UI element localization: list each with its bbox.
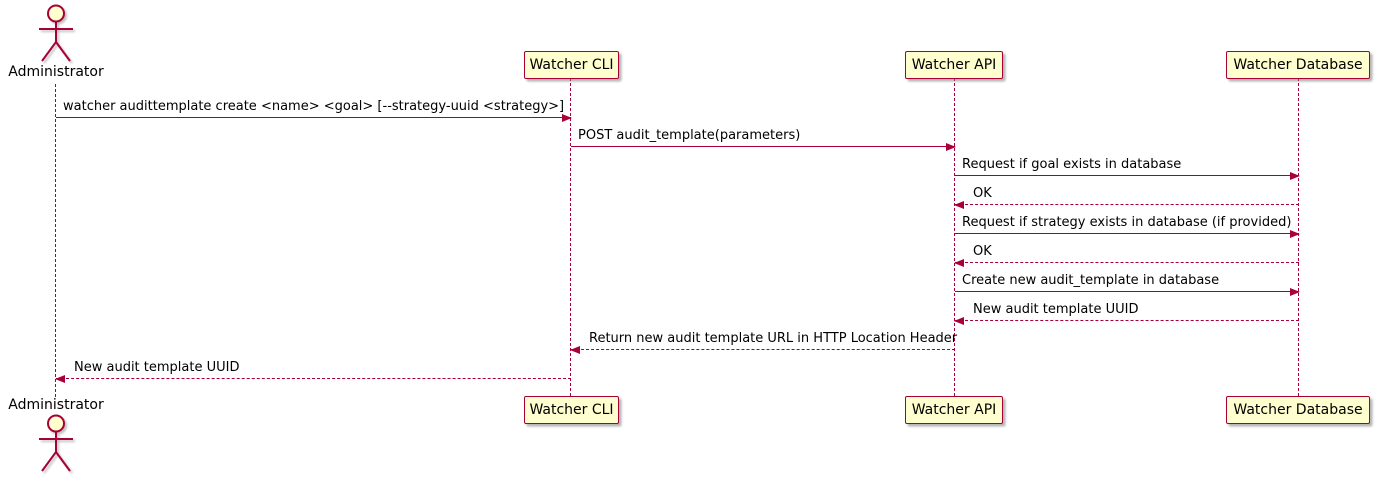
participant-label: Watcher Database — [1233, 402, 1363, 418]
arrowhead-icon — [1290, 288, 1300, 296]
arrowhead-icon — [562, 114, 572, 122]
arrowhead-icon — [946, 143, 956, 151]
message-9: Return new audit template URL in HTTP Lo… — [570, 330, 958, 354]
participant-watcher-database-top: Watcher Database — [1226, 51, 1370, 79]
message-7: Create new audit_template in database — [955, 272, 1300, 296]
arrowhead-icon — [954, 201, 964, 209]
participant-watcher-api-bottom: Watcher API — [905, 396, 1003, 424]
lifeline-administrator — [55, 84, 56, 397]
participant-label: Watcher CLI — [529, 57, 614, 73]
message-4: OK — [954, 185, 1299, 209]
participant-label: Watcher CLI — [529, 402, 614, 418]
participant-watcher-cli-bottom: Watcher CLI — [524, 396, 619, 424]
arrowhead-icon — [1290, 172, 1300, 180]
arrowhead-icon — [55, 375, 65, 383]
message-label: watcher audittemplate create <name> <goa… — [63, 99, 565, 114]
arrowhead-icon — [570, 346, 580, 354]
participant-watcher-cli-top: Watcher CLI — [524, 51, 619, 79]
actor-icon — [39, 414, 73, 472]
message-3: Request if goal exists in database — [955, 156, 1300, 180]
message-label: Create new audit_template in database — [962, 273, 1220, 288]
message-label: Request if strategy exists in database (… — [962, 215, 1292, 230]
message-label: OK — [973, 244, 992, 259]
participant-watcher-database-bottom: Watcher Database — [1226, 396, 1370, 424]
participant-watcher-api-top: Watcher API — [905, 51, 1003, 79]
message-6: OK — [954, 243, 1299, 267]
message-label: New audit template UUID — [74, 360, 240, 375]
actor-label-top: Administrator — [8, 64, 104, 80]
arrowhead-icon — [954, 317, 964, 325]
message-1: watcher audittemplate create <name> <goa… — [56, 98, 572, 122]
arrowhead-icon — [1290, 230, 1300, 238]
message-label: POST audit_template(parameters) — [578, 128, 801, 143]
participant-label: Watcher Database — [1233, 57, 1363, 73]
actor-icon — [39, 4, 73, 62]
participant-label: Watcher API — [911, 402, 997, 418]
actor-label-bottom: Administrator — [8, 397, 104, 413]
participant-label: Watcher API — [911, 57, 997, 73]
message-5: Request if strategy exists in database (… — [955, 214, 1300, 238]
arrowhead-icon — [954, 259, 964, 267]
message-10: New audit template UUID — [55, 359, 571, 383]
message-2: POST audit_template(parameters) — [571, 127, 956, 151]
lifeline-watcher-cli — [570, 78, 571, 396]
message-8: New audit template UUID — [954, 301, 1299, 325]
message-label: New audit template UUID — [973, 302, 1139, 317]
lifeline-watcher-api — [954, 78, 955, 396]
message-label: OK — [973, 186, 992, 201]
message-label: Request if goal exists in database — [962, 157, 1182, 172]
message-label: Return new audit template URL in HTTP Lo… — [589, 331, 958, 346]
